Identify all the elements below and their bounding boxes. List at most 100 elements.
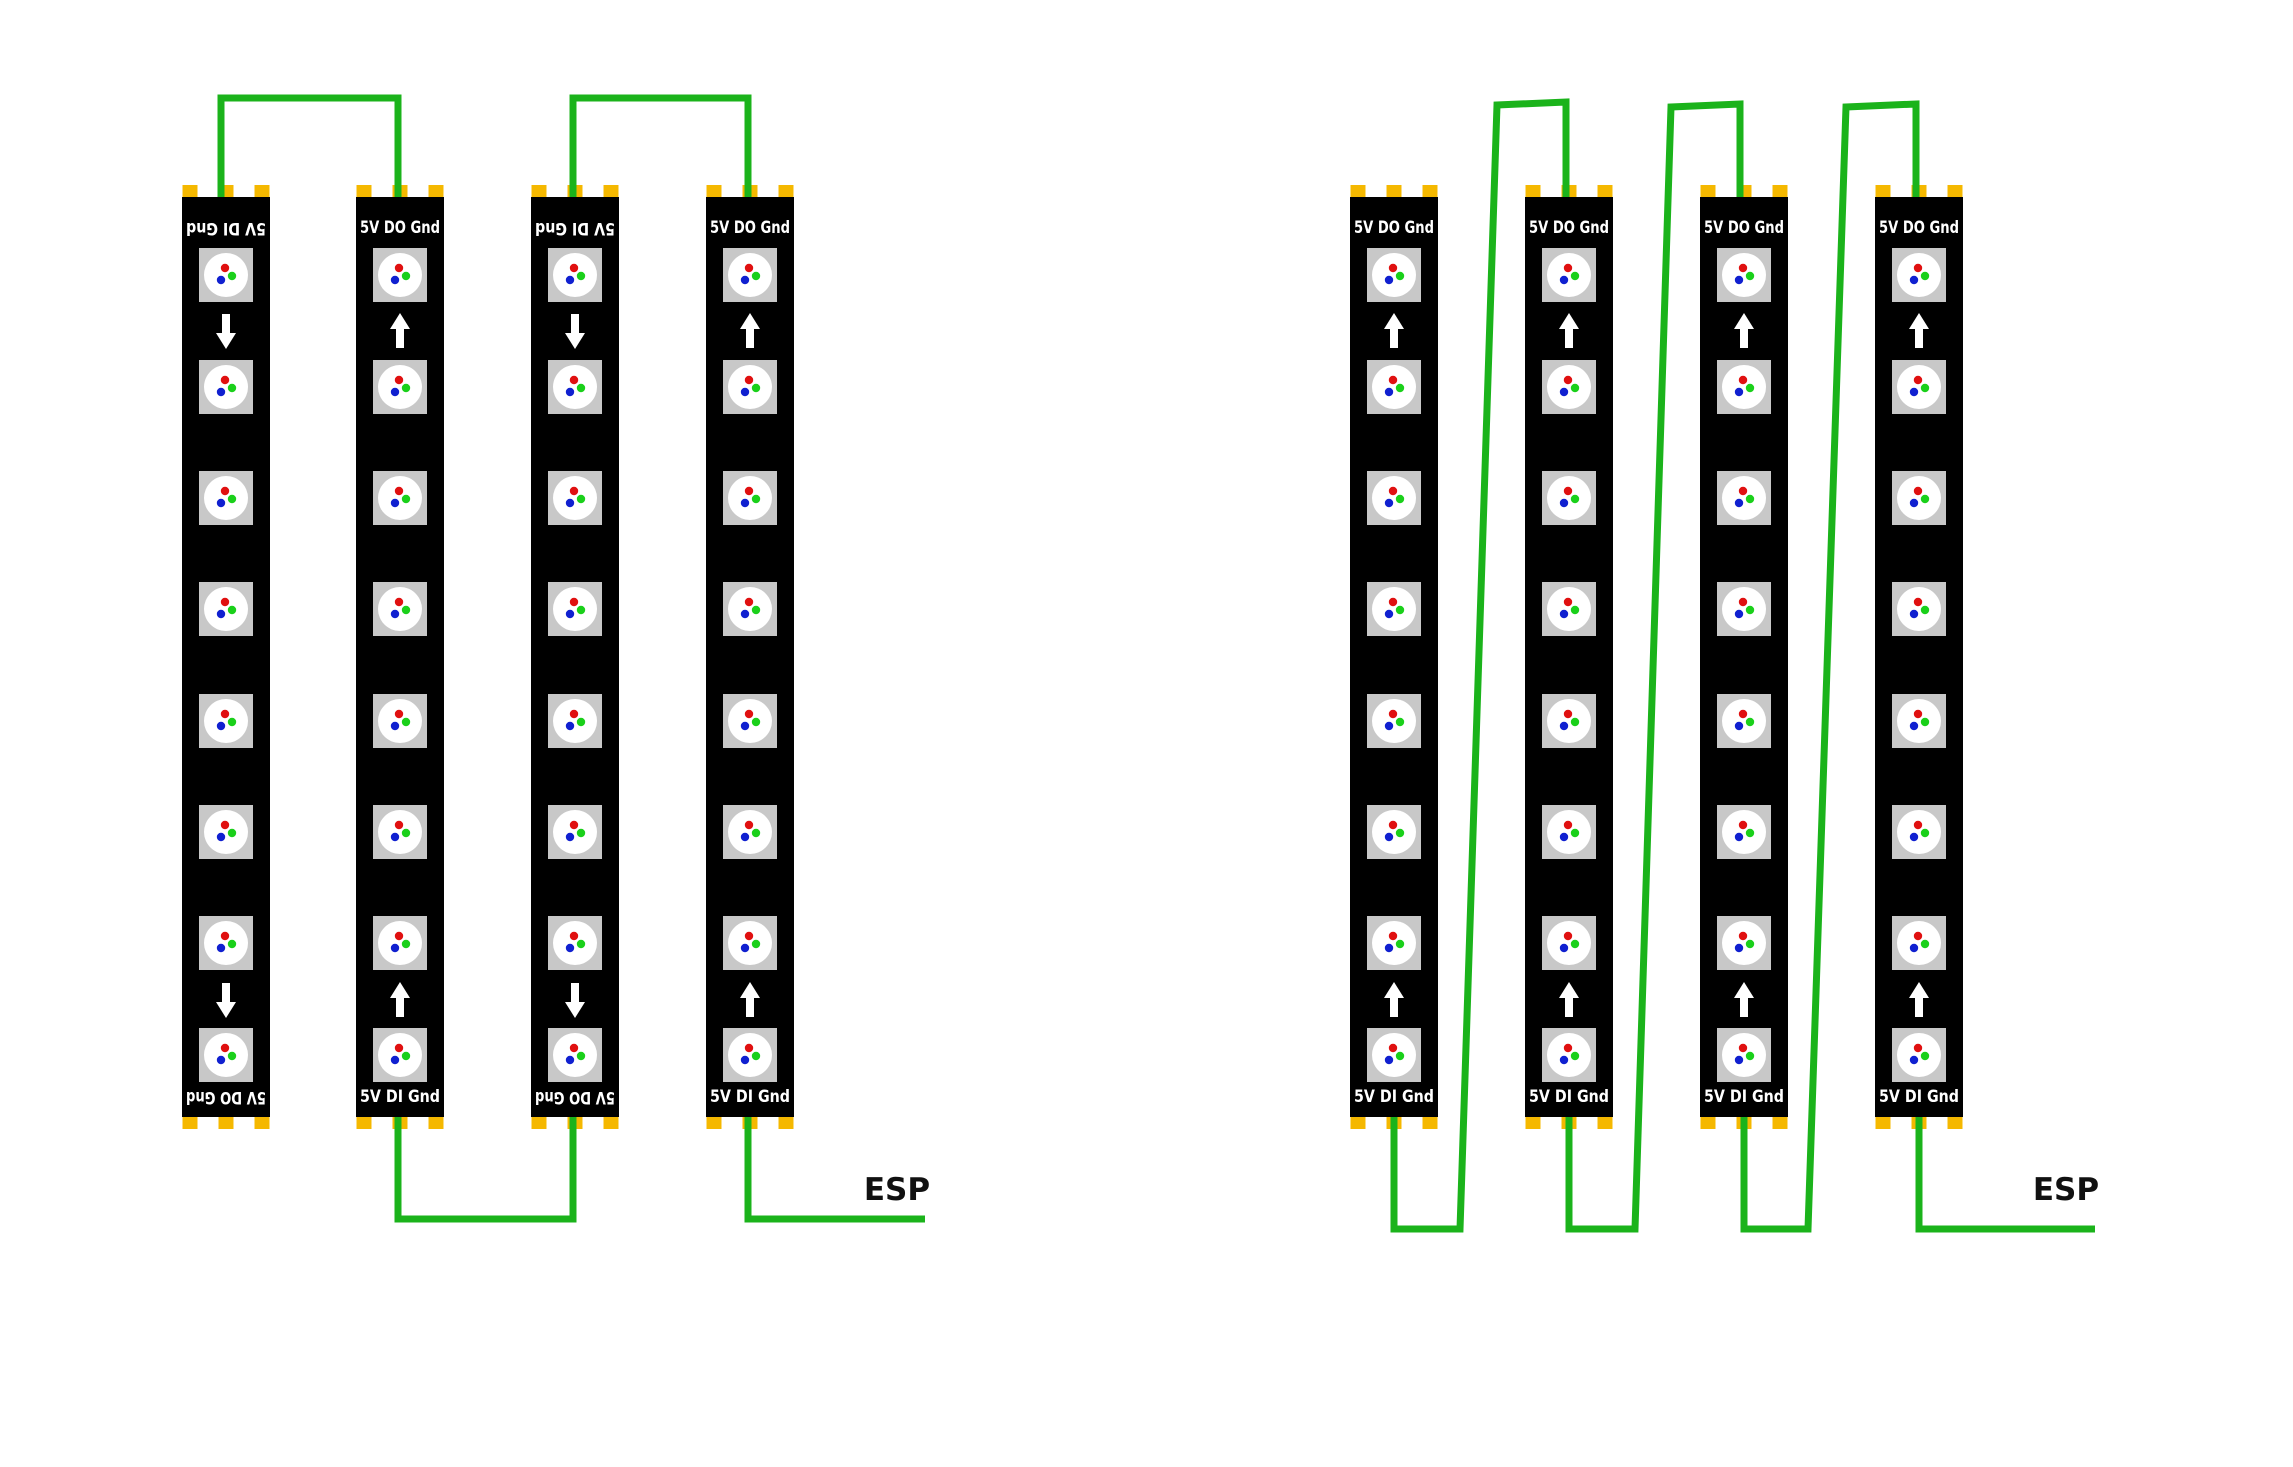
rgb-led (1542, 360, 1596, 414)
rgb-led (1542, 471, 1596, 525)
top-pin-label: 5V DI Gnd (186, 218, 266, 238)
led-green-die (401, 828, 411, 838)
led-green-die (1745, 383, 1755, 393)
led-red-die (1563, 709, 1573, 719)
led-red-die (394, 486, 404, 496)
led-blue-die (216, 609, 226, 619)
led-blue-die (1909, 721, 1919, 731)
led-green-die (751, 494, 761, 504)
led-red-die (744, 263, 754, 273)
led-blue-die (565, 832, 575, 842)
led-green-die (1920, 494, 1930, 504)
led-blue-die (1384, 498, 1394, 508)
rgb-led (199, 1028, 253, 1082)
led-red-die (1563, 1043, 1573, 1053)
led-face (1897, 699, 1941, 743)
bottom-pin-label: 5V DI Gnd (710, 1087, 790, 1107)
led-red-die (1388, 709, 1398, 719)
led-face (1897, 810, 1941, 854)
led-face (1722, 921, 1766, 965)
led-face (1547, 587, 1591, 631)
led-green-die (1395, 1051, 1405, 1061)
led-red-die (1738, 263, 1748, 273)
led-blue-die (565, 387, 575, 397)
led-red-die (1563, 375, 1573, 385)
led-red-die (394, 1043, 404, 1053)
led-strip: 5V DO Gnd 5V DI Gnd (1350, 185, 1438, 1129)
led-blue-die (1734, 387, 1744, 397)
led-red-die (569, 486, 579, 496)
led-green-die (751, 605, 761, 615)
arrow-up-icon (1384, 982, 1404, 1017)
led-green-die (1570, 494, 1580, 504)
led-blue-die (1734, 275, 1744, 285)
led-green-die (227, 383, 237, 393)
led-blue-die (740, 498, 750, 508)
led-blue-die (1384, 832, 1394, 842)
led-face (1372, 365, 1416, 409)
rgb-led (723, 694, 777, 748)
led-face (1897, 365, 1941, 409)
led-green-die (1570, 828, 1580, 838)
led-blue-die (1734, 832, 1744, 842)
led-red-die (744, 931, 754, 941)
led-red-die (220, 486, 230, 496)
led-face (1722, 587, 1766, 631)
led-red-die (1388, 263, 1398, 273)
led-red-die (1388, 1043, 1398, 1053)
led-face (1722, 810, 1766, 854)
led-blue-die (565, 609, 575, 619)
led-red-die (1913, 597, 1923, 607)
rgb-led (723, 916, 777, 970)
top-pin-label: 5V DO Gnd (1704, 218, 1784, 238)
rgb-led (548, 805, 602, 859)
led-face (1547, 476, 1591, 520)
led-green-die (751, 271, 761, 281)
led-green-die (1570, 939, 1580, 949)
rgb-led (1367, 694, 1421, 748)
led-red-die (744, 597, 754, 607)
bottom-pin-label: 5V DI Gnd (1354, 1087, 1434, 1107)
led-green-die (401, 1051, 411, 1061)
rgb-led (1892, 248, 1946, 302)
led-red-die (1738, 597, 1748, 607)
top-pin-label: 5V DO Gnd (360, 218, 440, 238)
led-red-die (744, 375, 754, 385)
led-blue-die (1384, 609, 1394, 619)
led-face (1722, 365, 1766, 409)
led-face (378, 587, 422, 631)
led-face (553, 587, 597, 631)
rgb-led (548, 360, 602, 414)
led-face (204, 253, 248, 297)
rgb-led (1367, 471, 1421, 525)
rgb-led (723, 582, 777, 636)
led-green-die (401, 494, 411, 504)
led-face (1547, 921, 1591, 965)
led-red-die (1563, 486, 1573, 496)
arrow-up-icon (740, 313, 760, 348)
led-red-die (1388, 375, 1398, 385)
led-green-die (576, 383, 586, 393)
led-green-die (227, 605, 237, 615)
rgb-led (373, 471, 427, 525)
led-blue-die (1384, 387, 1394, 397)
led-blue-die (1909, 275, 1919, 285)
led-face (553, 365, 597, 409)
led-face (1547, 253, 1591, 297)
rgb-led (1367, 916, 1421, 970)
rgb-led (1717, 916, 1771, 970)
led-red-die (569, 931, 579, 941)
led-face (1372, 921, 1416, 965)
led-red-die (744, 486, 754, 496)
top-pin-label: 5V DO Gnd (1354, 218, 1434, 238)
led-red-die (569, 709, 579, 719)
led-red-die (569, 820, 579, 830)
led-red-die (220, 263, 230, 273)
led-face (204, 1033, 248, 1077)
